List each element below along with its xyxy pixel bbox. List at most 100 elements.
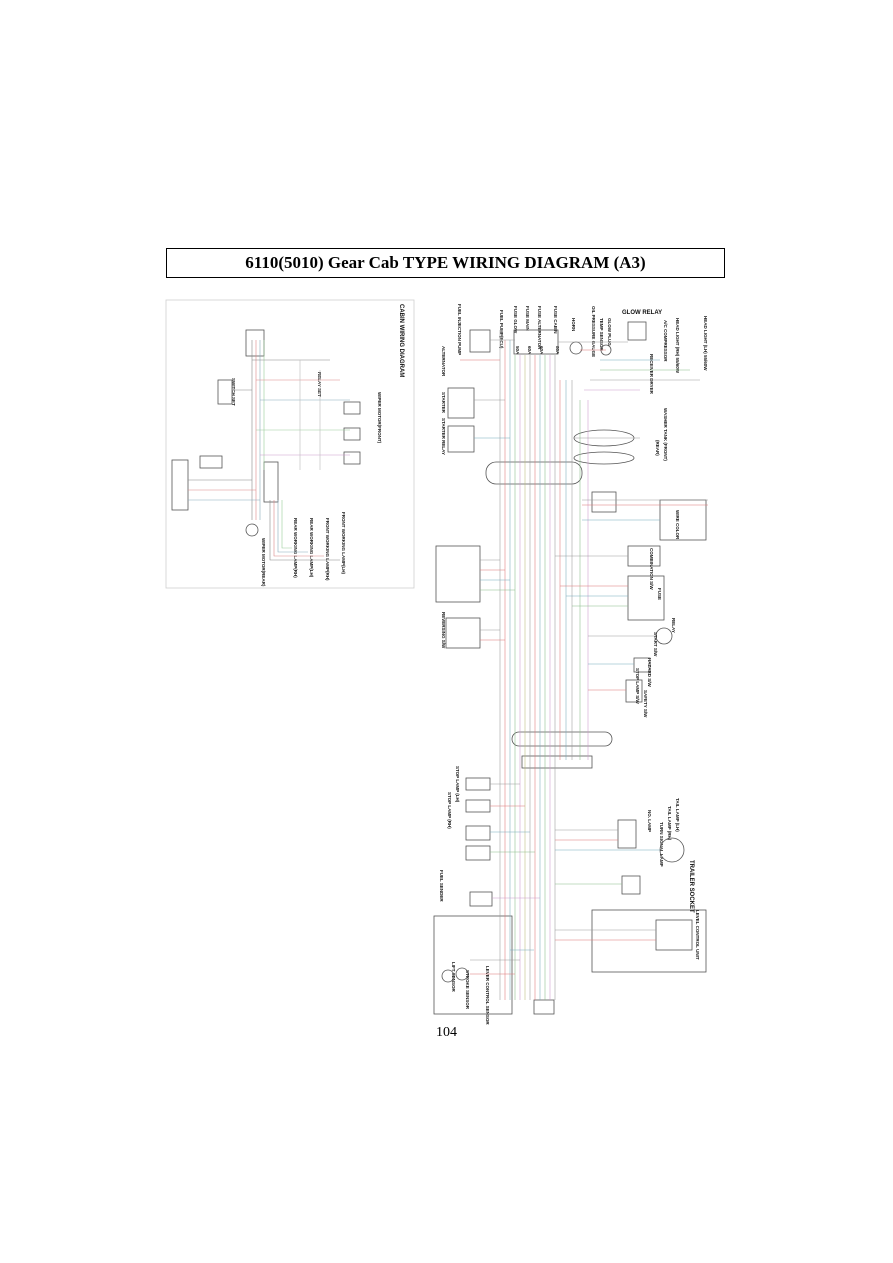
main-harness-connector-top bbox=[485, 461, 583, 485]
label-starter-relay: STARTER RELAY bbox=[441, 418, 446, 455]
label-relay: RELAY bbox=[671, 618, 676, 633]
cabin-wiper-motor-symbol bbox=[245, 523, 259, 537]
stop-lamp-rh-connector bbox=[465, 799, 491, 813]
label-glow-relay: GLOW RELAY bbox=[622, 310, 662, 316]
starter-relay-box bbox=[447, 425, 475, 453]
diagram-title: 6110(5010) Gear Cab TYPE WIRING DIAGRAM … bbox=[245, 253, 646, 272]
turn-lamp-connector bbox=[465, 825, 491, 841]
label-fuse-main: FUSE MAIN bbox=[525, 306, 530, 331]
fuse-box-panel bbox=[627, 575, 665, 621]
label-receiver-dryer: RECEIVER DRYER bbox=[649, 354, 654, 395]
cabin-wires bbox=[188, 340, 350, 561]
rear-harness-connector bbox=[521, 755, 593, 769]
reversing-sw-box bbox=[445, 617, 481, 649]
label-starter: STARTER bbox=[441, 392, 446, 414]
main-harness-connector-mid bbox=[511, 731, 613, 747]
cabin-front-lamp-rh-label: FRONT WORKING LAMP(RH) bbox=[325, 518, 330, 581]
fuse-rating-3: 60A bbox=[527, 346, 532, 355]
cabin-wiper-rear-label: WIPER MOTOR(REAR) bbox=[261, 538, 266, 587]
fuel-sender-connector bbox=[469, 891, 493, 907]
label-stop-lamp-lh: STOP LAMP (LH) bbox=[455, 766, 460, 803]
cabin-front-lamp-lh-connector bbox=[343, 401, 361, 415]
fuse-rating-2: 60A bbox=[539, 346, 544, 355]
stop-lamp-lh-connector bbox=[465, 777, 491, 791]
cabin-rear-lamp-rh-label: REAR WORKING LAMP(RH) bbox=[293, 518, 298, 578]
cabin-switch-block bbox=[171, 459, 189, 511]
combination-meter-block bbox=[435, 545, 481, 603]
cabin-switch-connector bbox=[217, 379, 233, 405]
label-trailer-socket: TRAILER SOCKET bbox=[688, 860, 694, 913]
label-washer-tank-rear: (REAR) bbox=[655, 440, 660, 456]
combination-sw-box bbox=[627, 545, 661, 567]
cabin-harness-connector bbox=[263, 461, 279, 503]
label-tail-lamp-lh: TAIL LAMP (LH) bbox=[675, 798, 680, 832]
diagram-title-box: 6110(5010) Gear Cab TYPE WIRING DIAGRAM … bbox=[166, 248, 725, 278]
level-control-unit-frame bbox=[591, 909, 707, 973]
label-stroke-sensor: STROKE SENSOR bbox=[465, 970, 470, 1010]
label-level-control-unit: LEVEL CONTROL UNIT bbox=[695, 910, 700, 960]
label-lever-control-sensor: LEVER CONTROL SENSOR bbox=[485, 966, 490, 1025]
label-fuse-box: FUSE bbox=[657, 588, 662, 600]
fuse-rating-1: 80A bbox=[555, 346, 560, 355]
label-hazard-sw: HAZARD S/W bbox=[647, 658, 652, 687]
label-washer-tank-front: WASHER TANK (FRONT) bbox=[663, 408, 668, 461]
cabin-diagram-frame bbox=[165, 299, 415, 589]
label-head-light-rh: HEAD LIGHT (RH) 55/60W bbox=[675, 318, 680, 374]
cabin-wiper-front-label: WIPER MOTOR(FRONT) bbox=[377, 392, 382, 444]
label-ac-compressor: A/C COMPRESSOR bbox=[663, 320, 668, 362]
bottom-connector bbox=[533, 999, 555, 1015]
label-alternator: ALTERNATOR bbox=[441, 346, 446, 377]
safety-sw-box bbox=[625, 679, 643, 703]
label-head-light-lh: HEAD LIGHT (LH) 55/60W bbox=[703, 316, 708, 371]
lift-sensor-symbol bbox=[441, 969, 455, 983]
label-safety-sw: SAFETY S/W bbox=[643, 690, 648, 718]
rear-lamp-block bbox=[617, 819, 637, 849]
fuel-pump-box bbox=[469, 329, 491, 353]
label-start-sw: START S/W bbox=[653, 632, 658, 657]
label-fuel-pump: FUEL PUMP(ECU) bbox=[499, 310, 504, 349]
starter-box bbox=[447, 387, 475, 419]
sensor-group-frame bbox=[433, 915, 513, 1015]
label-wire-color: WIRE COLOR bbox=[675, 510, 680, 540]
hazard-sw-box bbox=[633, 657, 651, 673]
horn-symbol bbox=[569, 341, 583, 355]
washer-tank-rear bbox=[573, 451, 635, 465]
relay-block bbox=[591, 491, 617, 513]
cabin-diagram-title: CABIN WIRING DIAGRAM bbox=[398, 304, 404, 377]
lever-block bbox=[621, 875, 641, 895]
cabin-wiring-diagram: CABIN WIRING DIAGRAM RELAY SET SWITCH SE… bbox=[165, 299, 415, 589]
label-temp-sensor: TEMP SENSOR bbox=[599, 318, 604, 351]
label-fuse-glow: FUSE GLOW bbox=[513, 306, 518, 334]
cabin-switch-set-label: SWITCH SET bbox=[231, 378, 236, 406]
cabin-fuse-connector bbox=[199, 455, 223, 469]
label-fuel-injection-pump: FUEL INJECTION PUMP bbox=[457, 304, 462, 355]
cabin-front-lamp-rh-connector bbox=[343, 427, 361, 441]
label-reversing-sw: REVERSING S/W bbox=[441, 612, 446, 649]
glow-relay-box bbox=[627, 321, 647, 341]
label-fuse-alternator: FUSE ALTERNATOR bbox=[537, 306, 542, 350]
cabin-relay-set-label: RELAY SET bbox=[317, 372, 322, 397]
label-stop-lamp-rh: STOP LAMP (RH) bbox=[447, 792, 452, 829]
label-no-lamp: NO. LAMP bbox=[647, 810, 652, 832]
label-combination-sw: COMBINATION S/W bbox=[649, 548, 654, 590]
main-components bbox=[433, 321, 707, 1015]
label-fuse-cabin: FUSE CABIN bbox=[553, 306, 558, 334]
label-tail-lamp-rh: TAIL LAMP (RH) bbox=[667, 806, 672, 841]
cabin-rear-lamp-connector bbox=[343, 451, 361, 465]
wire-color-legend-box bbox=[659, 499, 707, 541]
fuse-rating-4: 50A bbox=[515, 346, 520, 355]
main-wiring-diagram: HEAD LIGHT (LH) 55/60W HEAD LIGHT (RH) 5… bbox=[433, 304, 708, 1025]
label-oil-pressure: OIL PRESSURE GAUGE bbox=[591, 306, 596, 357]
cabin-relay-connector bbox=[245, 329, 265, 357]
label-glow-plug: GLOW PLUG bbox=[607, 318, 612, 346]
cabin-rear-lamp-lh-label: REAR WORKING LAMP(LH) bbox=[309, 518, 314, 578]
stroke-sensor-symbol bbox=[455, 967, 469, 981]
level-control-unit-box bbox=[655, 919, 693, 951]
main-wires bbox=[460, 330, 708, 1000]
cabin-front-lamp-lh-label: FRONT WORKING LAMP(LH) bbox=[341, 512, 346, 574]
label-stop-lamp-sw: STOP LAMP S/W bbox=[635, 668, 640, 705]
page-number: 104 bbox=[436, 1025, 457, 1040]
label-fuel-sender: FUEL SENDER bbox=[439, 870, 444, 902]
label-horn: HORN bbox=[571, 318, 576, 331]
